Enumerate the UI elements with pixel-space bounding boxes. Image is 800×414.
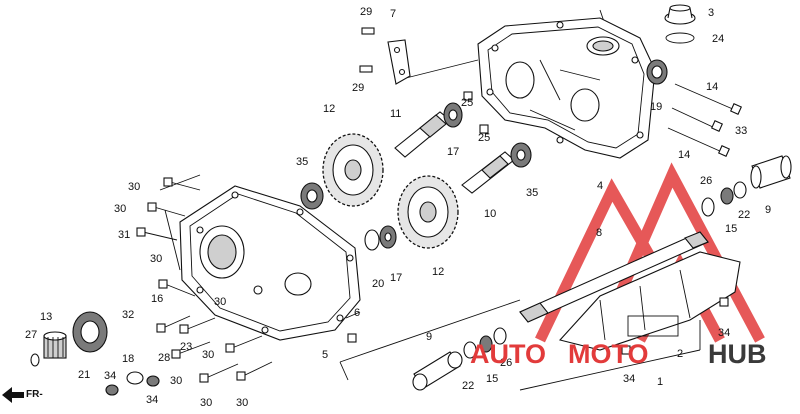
- callout-number: 14: [706, 81, 718, 93]
- callout-number: 35: [296, 156, 308, 168]
- callout-number: 20: [372, 278, 384, 290]
- watermark-text-moto: MOTO: [568, 339, 649, 369]
- callout-number: 18: [122, 353, 134, 365]
- callout-number: 12: [323, 103, 335, 115]
- callout-number: 2: [677, 348, 683, 360]
- callout-number: 7: [390, 8, 396, 20]
- arrow-left-icon: [2, 387, 24, 403]
- seal-19: [646, 59, 668, 85]
- callout-number: 14: [678, 149, 690, 161]
- callout-number: 30: [200, 397, 212, 409]
- callout-number: 17: [447, 146, 459, 158]
- callout-number: 25: [461, 97, 473, 109]
- callout-number: 19: [650, 101, 662, 113]
- clip-27: [30, 353, 40, 367]
- callout-number: 13: [40, 311, 52, 323]
- callout-number: 12: [432, 266, 444, 278]
- bolts-34-axle: [621, 297, 729, 355]
- callout-number: 30: [150, 253, 162, 265]
- cap-3: [664, 4, 696, 44]
- callout-number: 21: [78, 369, 90, 381]
- gear-12-upper: [322, 133, 384, 207]
- callout-number: 10: [484, 208, 496, 220]
- long-bolts: [667, 83, 743, 158]
- callout-number: 9: [765, 204, 771, 216]
- axle-housing-1: [558, 251, 741, 351]
- callout-number: 9: [426, 331, 432, 343]
- watermark-text-hub: HUB: [708, 339, 767, 369]
- direction-label: FR-: [26, 389, 43, 400]
- callout-number: 28: [158, 352, 170, 364]
- callout-number: 26: [500, 357, 512, 369]
- callout-number: 27: [25, 329, 37, 341]
- callout-number: 34: [718, 327, 730, 339]
- washers-20-17: [364, 225, 397, 251]
- callout-number: 8: [596, 227, 602, 239]
- washers-18-34: [105, 371, 160, 396]
- callout-number: 30: [114, 203, 126, 215]
- cover-bolts: [136, 177, 361, 383]
- gear-12-lower: [397, 175, 459, 249]
- callout-number: 11: [390, 108, 401, 120]
- callout-number: 24: [712, 33, 724, 45]
- bearing-35-left: [300, 182, 324, 210]
- callout-number: 16: [151, 293, 163, 305]
- bushing-9-right: [750, 155, 792, 189]
- callout-number: 34: [623, 373, 635, 385]
- callout-number: 3: [708, 7, 714, 19]
- callout-number: 30: [170, 375, 182, 387]
- shaft-11: [394, 91, 489, 158]
- callout-number: 26: [700, 175, 712, 187]
- callout-number: 15: [486, 373, 498, 385]
- axle-8: [519, 231, 709, 323]
- callout-number: 29: [352, 82, 364, 94]
- front-direction-arrow: FR-: [2, 387, 43, 403]
- callout-number: 6: [354, 307, 360, 319]
- callout-number: 1: [657, 376, 663, 388]
- callout-number: 4: [597, 180, 603, 192]
- callout-number: 35: [526, 187, 538, 199]
- callout-number: 30: [128, 181, 140, 193]
- watermark-text-auto: AUTO: [470, 339, 546, 369]
- callout-number: 22: [462, 380, 474, 392]
- callout-number: 33: [735, 125, 747, 137]
- shaft-10: [461, 142, 532, 194]
- callout-number: 15: [725, 223, 737, 235]
- callout-number: 29: [360, 6, 372, 18]
- callout-number: 22: [738, 209, 750, 221]
- right-housing: [477, 17, 656, 159]
- callout-number: 23: [180, 341, 192, 353]
- callout-number: 17: [390, 272, 402, 284]
- callout-number: 30: [202, 349, 214, 361]
- callout-number: 30: [214, 296, 226, 308]
- callout-number: 25: [478, 132, 490, 144]
- watermark-text: AUTO MOTO HUB: [470, 339, 767, 369]
- callout-number: 34: [104, 370, 116, 382]
- callout-number: 5: [322, 349, 328, 361]
- seal-21: [72, 311, 108, 353]
- washers-22-15-26-lower: [463, 327, 507, 359]
- callout-number: 32: [122, 309, 134, 321]
- callout-number: 30: [236, 397, 248, 409]
- callout-number: 31: [118, 229, 130, 241]
- callout-number: 34: [146, 394, 158, 406]
- washers-26-22-15-right: [701, 181, 747, 217]
- bracket-7: [359, 27, 411, 85]
- bushing-9-lower: [412, 351, 463, 391]
- pulley-13: [43, 331, 67, 359]
- left-cover: [179, 185, 361, 341]
